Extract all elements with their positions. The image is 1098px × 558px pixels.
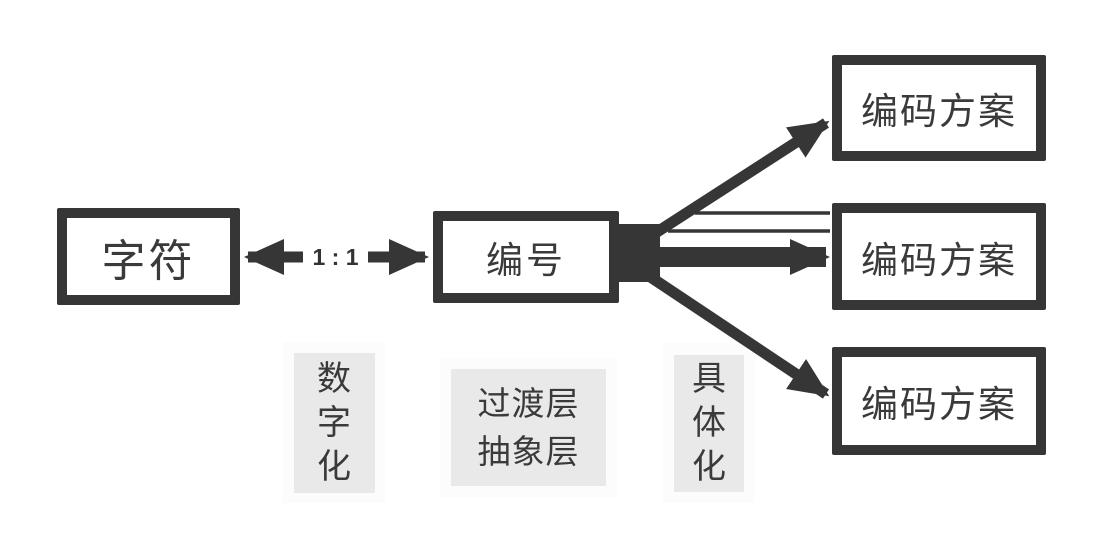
annotation-concretize-box: 具体化 (674, 354, 744, 492)
node-encoding-scheme-middle-label: 编码方案 (861, 239, 1017, 281)
arrow-fan-trunk (612, 224, 660, 282)
node-number: 编号 (433, 211, 619, 303)
ratio-label: 1 : 1 (303, 232, 368, 282)
node-encoding-scheme-bottom-label: 编码方案 (861, 384, 1017, 425)
annotation-layers-box: 过渡层 抽象层 (451, 369, 606, 486)
annotation-concretize-label: 具体化 (692, 360, 726, 486)
node-encoding-scheme-middle: 编码方案 (832, 203, 1046, 310)
node-character-label: 字符 (101, 236, 196, 286)
annotation-digitize-label: 数字化 (317, 359, 351, 486)
annotation-layers-line2: 抽象层 (477, 432, 580, 470)
arrow-number-scheme-top (637, 118, 830, 248)
node-encoding-scheme-bottom: 编码方案 (832, 347, 1046, 455)
annotation-digitize: 数字化 (283, 342, 385, 503)
annotation-layers-line1: 过渡层 (477, 384, 580, 422)
annotation-layers-label: 过渡层 抽象层 (478, 380, 580, 476)
node-encoding-scheme-top: 编码方案 (832, 55, 1046, 161)
annotation-layers: 过渡层 抽象层 (440, 358, 617, 497)
node-number-label: 编号 (486, 240, 566, 281)
annotation-digitize-box: 数字化 (293, 352, 375, 493)
node-character: 字符 (57, 208, 240, 305)
node-encoding-scheme-top-label: 编码方案 (861, 91, 1017, 132)
annotation-concretize: 具体化 (663, 343, 755, 503)
